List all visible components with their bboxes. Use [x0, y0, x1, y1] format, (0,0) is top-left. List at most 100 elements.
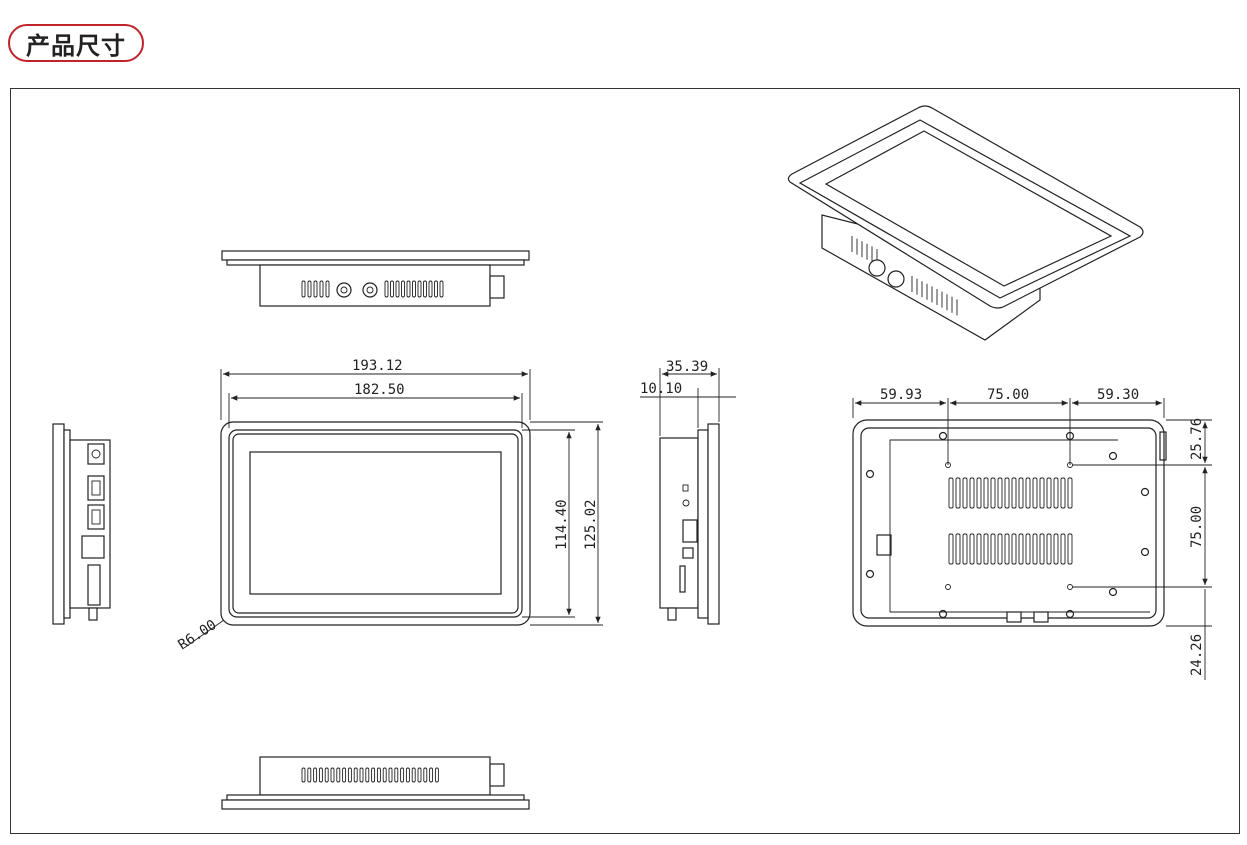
left-side-view — [52, 423, 111, 625]
vent-slot — [423, 280, 427, 298]
dim-hole-right-offset: 59.30 — [1097, 387, 1139, 403]
vent-slot — [434, 767, 439, 783]
vent-slot — [1004, 477, 1010, 509]
vent-slot — [325, 280, 330, 298]
vent-slot — [406, 280, 411, 298]
vent-slot — [429, 767, 434, 783]
drawing-frame — [10, 88, 1240, 834]
vent-slot — [1018, 533, 1024, 565]
mounting-hole — [1067, 584, 1073, 590]
dim-corner-radius: R6.00 — [175, 617, 219, 653]
top-view-vents — [301, 280, 444, 298]
screw-hole — [1108, 451, 1118, 461]
vent-slot — [962, 477, 968, 509]
dim-hole-bottom-offset: 24.26 — [1189, 634, 1205, 676]
dim-hole-spacing-v: 75.00 — [1189, 506, 1205, 548]
vent-slot — [434, 280, 438, 298]
vent-slot — [336, 767, 341, 783]
screw-hole — [1140, 547, 1150, 557]
vent-slot — [1060, 477, 1066, 509]
vent-slot — [955, 477, 961, 509]
vent-slot — [1039, 477, 1045, 509]
screw-hole — [865, 469, 875, 479]
vent-slot — [428, 280, 433, 298]
vent-slot — [301, 280, 306, 298]
vent-slot — [307, 767, 312, 783]
screw-hole — [938, 431, 948, 441]
screw-hole — [1065, 609, 1075, 619]
vent-slot — [353, 767, 358, 783]
vent-slot — [439, 280, 444, 298]
section-title: 产品尺寸 — [8, 24, 144, 62]
vent-slot — [400, 767, 405, 783]
vent-slot — [319, 280, 324, 298]
vent-slot — [376, 767, 381, 783]
vent-slot — [976, 477, 982, 509]
vent-slot — [948, 477, 954, 509]
screw-hole — [938, 609, 948, 619]
vent-slot — [976, 533, 982, 565]
bottom-view — [221, 756, 530, 810]
vent-slot — [1067, 477, 1073, 509]
vent-slot — [388, 767, 393, 783]
screw-hole — [1108, 587, 1118, 597]
vent-slot — [955, 533, 961, 565]
vent-slot — [324, 767, 329, 783]
vent-slot — [1011, 533, 1017, 565]
vent-slot — [411, 767, 416, 783]
vent-slot — [1046, 477, 1052, 509]
vent-slot — [394, 767, 399, 783]
top-view — [221, 250, 530, 307]
vent-slot — [1053, 533, 1059, 565]
vent-slot — [1011, 477, 1017, 509]
dim-hole-left-offset: 59.93 — [880, 387, 922, 403]
vent-slot — [1032, 533, 1038, 565]
dim-bezel-depth: 10.10 — [640, 381, 682, 397]
screw-hole — [1140, 487, 1150, 497]
vent-slot — [347, 767, 352, 783]
vent-slot — [1025, 477, 1031, 509]
vent-slot — [342, 767, 347, 783]
vent-slot — [1004, 533, 1010, 565]
vent-slot — [301, 767, 306, 783]
vent-slot — [983, 477, 989, 509]
isometric-view — [787, 105, 1144, 341]
vent-slot — [318, 767, 323, 783]
vent-slot — [365, 767, 370, 783]
vent-slot — [969, 533, 975, 565]
vent-slot — [307, 280, 312, 298]
vent-slot — [359, 767, 364, 783]
vent-slot — [1053, 477, 1059, 509]
vent-slot — [962, 533, 968, 565]
vent-slot — [1039, 533, 1045, 565]
vent-slot — [390, 280, 394, 298]
back-view: 59.93 75.00 59.30 25.76 75.00 24.26 — [852, 387, 1212, 680]
vent-slot — [417, 280, 422, 298]
dim-depth-total: 35.39 — [666, 359, 708, 375]
section-title-text: 产品尺寸 — [26, 31, 126, 60]
vent-slot — [417, 767, 422, 783]
dim-screen-width: 182.50 — [354, 382, 405, 398]
vent-slot — [412, 280, 416, 298]
vent-slot — [405, 767, 410, 783]
vent-slot — [330, 767, 335, 783]
vent-slot — [401, 280, 405, 298]
vent-slot — [423, 767, 428, 783]
vent-slot — [1067, 533, 1073, 565]
vent-slot — [1060, 533, 1066, 565]
vent-slot — [997, 533, 1003, 565]
vent-slot — [1025, 533, 1031, 565]
vent-slot — [948, 533, 954, 565]
vent-slot — [382, 767, 387, 783]
dim-overall-height: 125.02 — [583, 499, 599, 550]
mounting-hole — [945, 584, 951, 590]
dim-hole-spacing-h: 75.00 — [987, 387, 1029, 403]
vent-slot — [990, 533, 996, 565]
vent-slot — [990, 477, 996, 509]
vent-slot — [313, 280, 318, 298]
dim-hole-top-offset: 25.76 — [1189, 418, 1205, 460]
vent-slot — [371, 767, 376, 783]
vent-slot — [1018, 477, 1024, 509]
vent-slot — [313, 767, 318, 783]
